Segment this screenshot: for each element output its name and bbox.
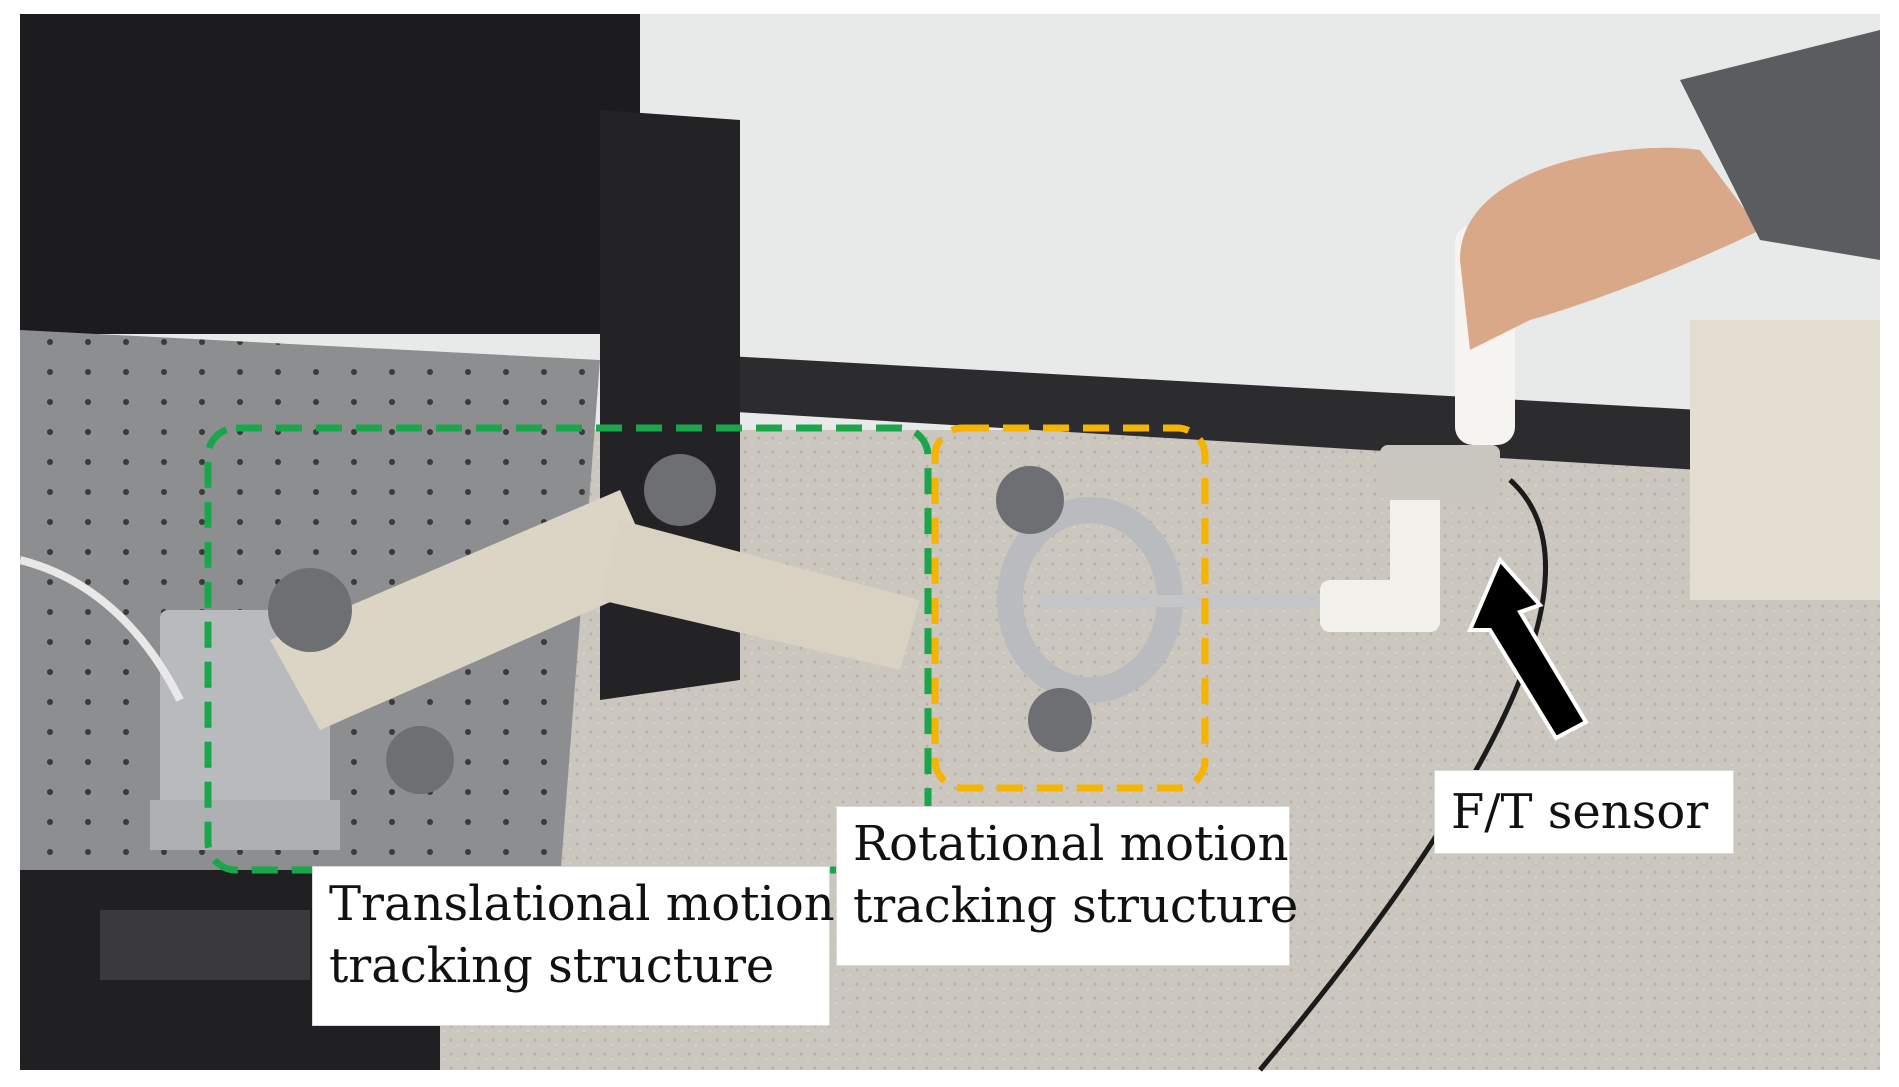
encoder-4 <box>996 466 1064 534</box>
rotational-label-line2: tracking structure <box>853 878 1299 934</box>
translational-label-line2: tracking structure <box>329 938 775 994</box>
cable <box>1258 478 1548 1072</box>
ft-sensor-body <box>1380 445 1500 500</box>
shaft <box>1040 595 1340 607</box>
translational-label-line1: Translational motion <box>329 876 835 932</box>
sleeve <box>1680 30 1880 260</box>
translational-region-box <box>204 424 932 874</box>
arm-base-plate <box>150 800 340 850</box>
ft-sensor-label: F/T sensor <box>1434 770 1734 854</box>
encoder-3 <box>386 726 454 794</box>
hand <box>1460 147 1760 350</box>
rotational-label-line1: Rotational motion <box>853 816 1289 872</box>
encoder-5 <box>1028 688 1092 752</box>
handle-upright <box>1390 500 1440 620</box>
arm-link-2 <box>600 520 920 670</box>
encoder-2 <box>644 454 716 526</box>
cable <box>19 556 184 702</box>
table-plate <box>100 910 310 980</box>
sensor-arrow <box>1466 556 1589 741</box>
rotational-label: Rotational motion tracking structure <box>836 806 1299 966</box>
arm-link-1 <box>270 490 660 730</box>
rotational-region-box <box>931 424 1209 792</box>
power-supply <box>1690 320 1880 600</box>
baseboard <box>620 350 1700 470</box>
encoder-1 <box>268 568 352 652</box>
monitor-back <box>20 14 640 334</box>
ft-sensor-label-text: F/T sensor <box>1451 784 1709 840</box>
translational-label: Translational motion tracking structure <box>312 866 835 1026</box>
